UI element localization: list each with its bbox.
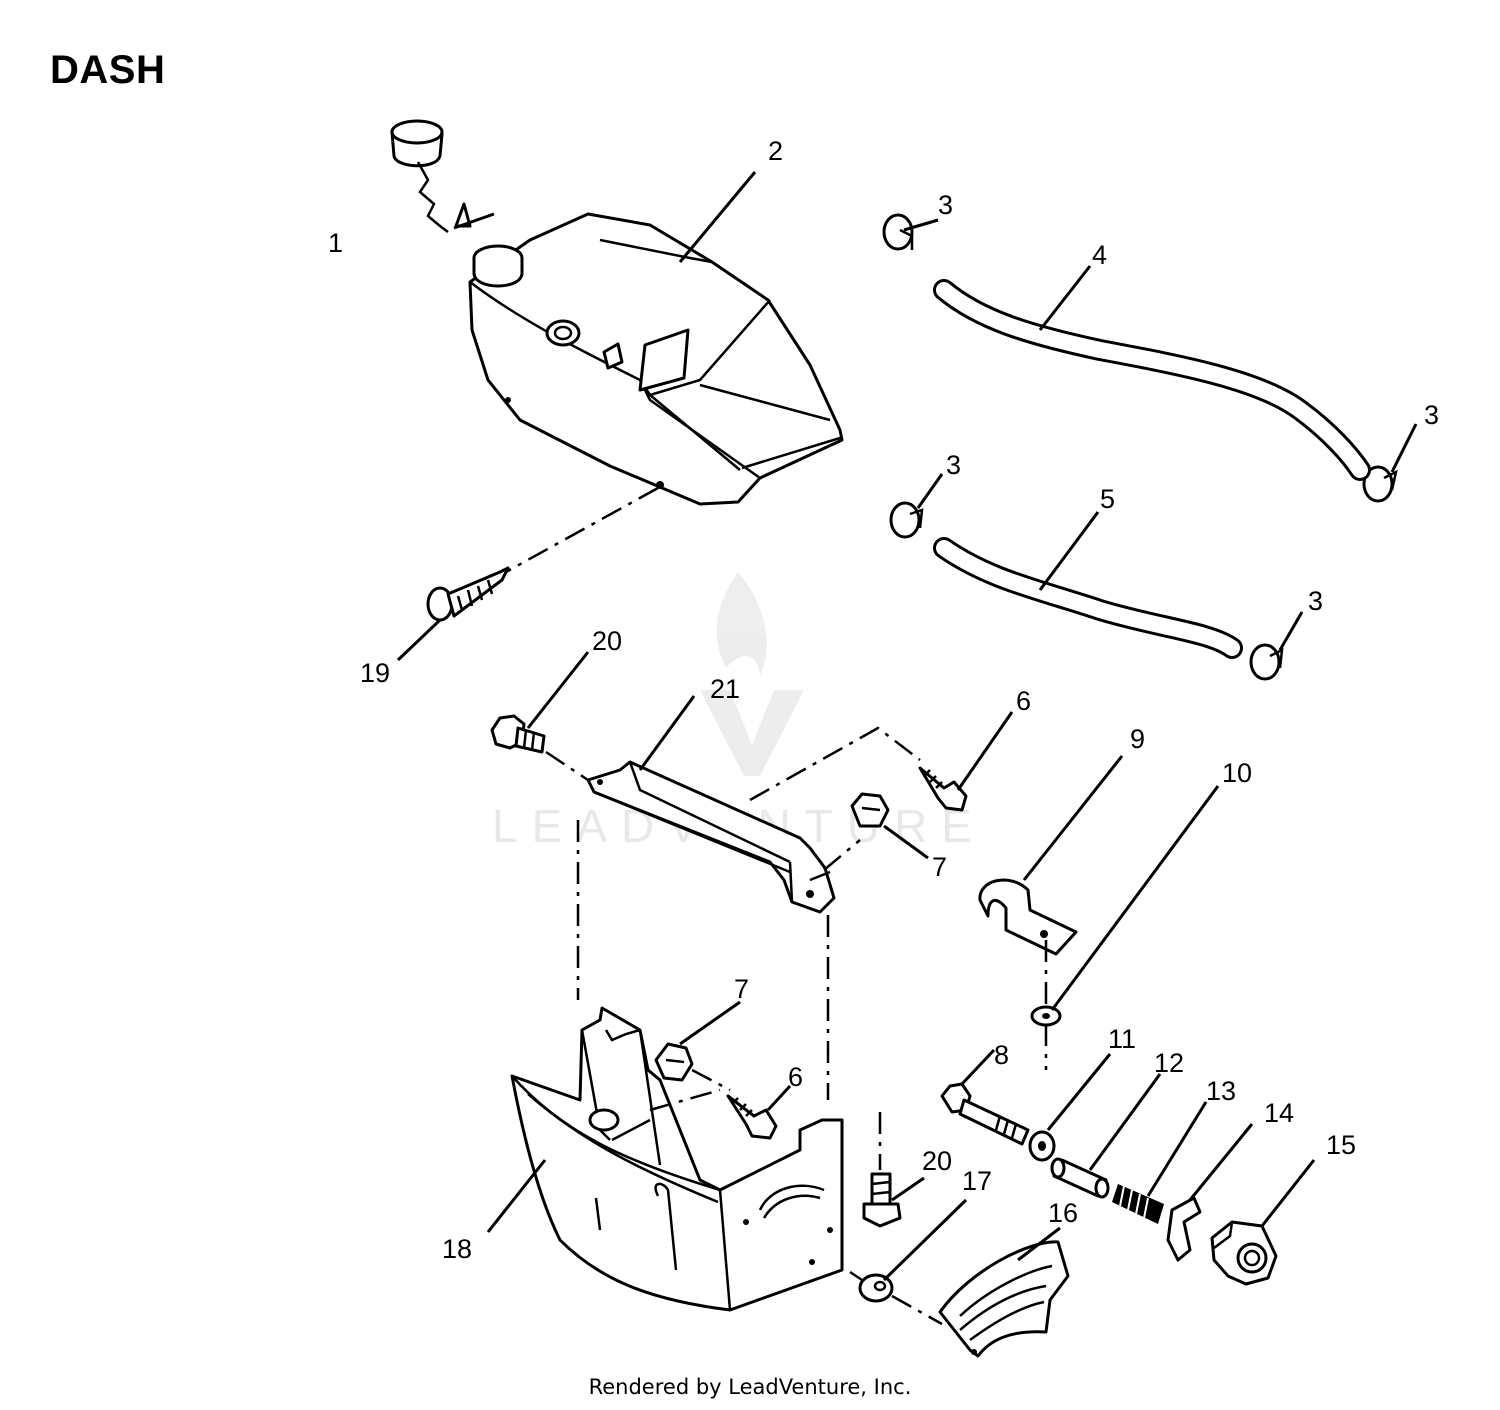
callout-8: 8 bbox=[994, 1040, 1009, 1070]
flame-logo-icon bbox=[716, 572, 767, 676]
callout-18: 18 bbox=[442, 1234, 472, 1264]
v-logo-icon bbox=[700, 690, 804, 776]
part-9-clip[interactable] bbox=[978, 755, 1124, 956]
callout-3-top-left: 3 bbox=[938, 190, 953, 220]
callout-7-lower: 7 bbox=[734, 974, 749, 1004]
callout-1: 1 bbox=[328, 228, 343, 258]
callout-16: 16 bbox=[1048, 1198, 1078, 1228]
part-3-clamp-right-lower[interactable] bbox=[1249, 611, 1304, 681]
part-18-lower-panel[interactable] bbox=[486, 1006, 844, 1312]
callout-10: 10 bbox=[1222, 758, 1252, 788]
part-15-bushing-block[interactable] bbox=[1210, 1159, 1316, 1286]
callout-20-upper: 20 bbox=[592, 626, 622, 656]
callout-19: 19 bbox=[360, 658, 390, 688]
callout-21: 21 bbox=[710, 674, 740, 704]
callout-13: 13 bbox=[1206, 1076, 1236, 1106]
part-3-clamp-right-upper[interactable] bbox=[1362, 423, 1418, 503]
callout-7-upper: 7 bbox=[932, 852, 947, 882]
part-12-pin[interactable] bbox=[1050, 1073, 1162, 1199]
part-11-washer[interactable] bbox=[1028, 1053, 1112, 1162]
part-13-spring[interactable] bbox=[1112, 1101, 1208, 1224]
callout-20-lower: 20 bbox=[922, 1146, 952, 1176]
part-20-bolt-upper[interactable] bbox=[490, 651, 590, 754]
callout-2: 2 bbox=[768, 136, 783, 166]
part-7-nut-upper[interactable] bbox=[850, 792, 929, 860]
part-6-screw-upper[interactable] bbox=[918, 711, 1014, 812]
part-8-bolt[interactable] bbox=[940, 1048, 1030, 1146]
footer-credit: Rendered by LeadVenture, Inc. bbox=[588, 1375, 912, 1399]
callout-6-upper: 6 bbox=[1016, 686, 1031, 716]
part-5-fuel-hose[interactable] bbox=[933, 511, 1243, 659]
callout-15: 15 bbox=[1326, 1130, 1356, 1160]
part-21-bracket[interactable] bbox=[586, 695, 836, 914]
part-6-screw-lower[interactable] bbox=[726, 1084, 792, 1140]
part-2-dash-housing[interactable] bbox=[468, 171, 844, 506]
part-3-clamp-top-left[interactable] bbox=[882, 213, 939, 251]
callout-3-mid-left: 3 bbox=[946, 450, 961, 480]
part-7-nut-lower[interactable] bbox=[654, 1000, 741, 1082]
part-4-fuel-hose[interactable] bbox=[933, 265, 1371, 481]
callout-12: 12 bbox=[1154, 1048, 1184, 1078]
part-16-quadrant-plate[interactable] bbox=[938, 1226, 1070, 1358]
callout-4: 4 bbox=[1092, 240, 1107, 270]
callout-5: 5 bbox=[1100, 484, 1115, 514]
callout-11: 11 bbox=[1108, 1024, 1136, 1054]
part-17-spacer[interactable] bbox=[858, 1198, 968, 1303]
part-14-retainer[interactable] bbox=[1166, 1123, 1254, 1262]
part-19-screw[interactable] bbox=[396, 566, 510, 662]
callout-3-right-lower: 3 bbox=[1308, 586, 1323, 616]
part-1-fuel-cap[interactable] bbox=[390, 119, 495, 233]
part-10-washer[interactable] bbox=[1030, 785, 1220, 1027]
callout-9: 9 bbox=[1130, 724, 1145, 754]
callout-3-right-upper: 3 bbox=[1424, 400, 1439, 430]
page-title: DASH bbox=[50, 48, 166, 92]
callout-6-lower: 6 bbox=[788, 1062, 803, 1092]
part-20-bolt-lower[interactable] bbox=[862, 1172, 925, 1228]
callout-17: 17 bbox=[962, 1166, 992, 1196]
part-3-clamp-mid-left[interactable] bbox=[889, 473, 944, 539]
callout-labels: 1 2 3 4 3 3 5 3 19 20 21 6 9 10 7 7 6 8 … bbox=[328, 136, 1439, 1264]
callout-14: 14 bbox=[1264, 1098, 1294, 1128]
